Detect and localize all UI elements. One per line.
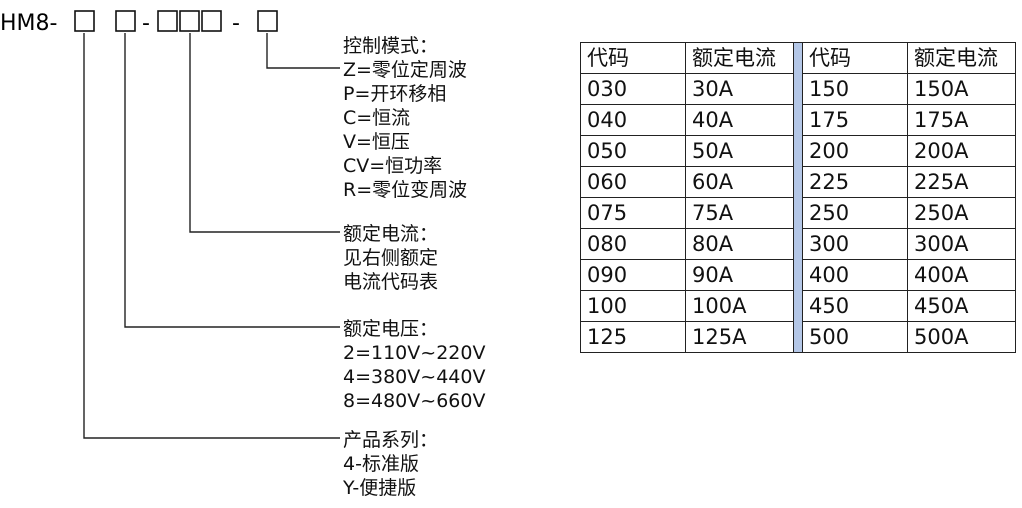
current-cell: 400A [907, 259, 1016, 291]
series-item: 4-标准版 [343, 453, 419, 475]
header-rated-current: 额定电流 [907, 42, 1016, 74]
voltage-code-box [115, 10, 136, 32]
current-cell: 450A [907, 290, 1016, 322]
code-cell: 400 [802, 259, 908, 291]
code-cell: 175 [802, 104, 908, 136]
current-cell: 500A [907, 321, 1016, 353]
current-cell: 100A [685, 290, 794, 322]
control-mode-item: C=恒流 [343, 107, 411, 129]
current-cell: 90A [685, 259, 794, 291]
table-row: 125 125A 500 500A [580, 321, 1016, 353]
current-cell: 175A [907, 104, 1016, 136]
current-cell: 200A [907, 135, 1016, 167]
rated-voltage-leader-line [124, 33, 340, 328]
current-code-table: 代码 额定电流 代码 额定电流 030 30A 150 150A 040 40A… [580, 42, 1016, 353]
table-row: 090 90A 400 400A [580, 259, 1016, 291]
table-row: 030 30A 150 150A [580, 73, 1016, 105]
code-cell: 125 [580, 321, 686, 353]
code-cell: 150 [802, 73, 908, 105]
series-title: 产品系列： [343, 429, 439, 451]
rated-voltage-item: 2=110V~220V [343, 342, 486, 364]
model-dash-2: - [232, 11, 240, 36]
current-cell: 125A [685, 321, 794, 353]
current-cell: 40A [685, 104, 794, 136]
rated-current-leader-line [189, 33, 340, 233]
current-cell: 300A [907, 228, 1016, 260]
rated-current-title: 额定电流： [343, 223, 439, 245]
control-mode-title: 控制模式： [343, 35, 439, 57]
current-cell: 225A [907, 166, 1016, 198]
control-mode-leader-line [266, 33, 340, 69]
code-cell: 080 [580, 228, 686, 260]
rated-voltage-item: 4=380V~440V [343, 366, 486, 388]
control-mode-item: V=恒压 [343, 131, 410, 153]
header-code: 代码 [580, 42, 686, 74]
code-cell: 060 [580, 166, 686, 198]
mode-code-box [257, 10, 278, 32]
code-cell: 300 [802, 228, 908, 260]
control-mode-item: R=零位变周波 [343, 179, 468, 201]
model-prefix: HM8- [0, 11, 57, 36]
table-header-row: 代码 额定电流 代码 额定电流 [580, 42, 1016, 353]
table-row: 040 40A 175 175A [580, 104, 1016, 136]
model-dash-1: - [142, 11, 150, 36]
control-mode-item: CV=恒功率 [343, 155, 443, 177]
series-code-box [74, 10, 95, 32]
current-cell: 50A [685, 135, 794, 167]
current-cell: 30A [685, 73, 794, 105]
table-row: 100 100A 450 450A [580, 290, 1016, 322]
current-code-box-2 [179, 10, 200, 32]
header-code: 代码 [802, 42, 908, 74]
current-cell: 60A [685, 166, 794, 198]
table-row: 050 50A 200 200A [580, 135, 1016, 167]
current-code-box-3 [201, 10, 222, 32]
code-cell: 450 [802, 290, 908, 322]
rated-voltage-title: 额定电压： [343, 318, 439, 340]
current-cell: 80A [685, 228, 794, 260]
code-cell: 040 [580, 104, 686, 136]
code-cell: 500 [802, 321, 908, 353]
rated-voltage-group: 额定电压： 2=110V~220V 4=380V~440V 8=480V~660… [343, 317, 485, 413]
code-cell: 090 [580, 259, 686, 291]
current-cell: 150A [907, 73, 1016, 105]
code-cell: 075 [580, 197, 686, 229]
series-item: Y-便捷版 [343, 477, 417, 499]
rated-voltage-item: 8=480V~660V [343, 390, 486, 412]
current-code-box-1 [157, 10, 178, 32]
rated-current-item: 电流代码表 [343, 271, 439, 293]
code-cell: 100 [580, 290, 686, 322]
rated-current-item: 见右侧额定 [343, 247, 439, 269]
table-separator [793, 42, 803, 353]
series-group: 产品系列： 4-标准版 Y-便捷版 [343, 428, 438, 500]
control-mode-group: 控制模式： Z=零位定周波 P=开环移相 C=恒流 V=恒压 CV=恒功率 R=… [343, 34, 467, 202]
rated-current-group: 额定电流： 见右侧额定 电流代码表 [343, 222, 438, 294]
current-cell: 75A [685, 197, 794, 229]
code-cell: 250 [802, 197, 908, 229]
current-cell: 250A [907, 197, 1016, 229]
series-leader-line [83, 33, 340, 439]
code-cell: 030 [580, 73, 686, 105]
control-mode-item: P=开环移相 [343, 83, 447, 105]
code-cell: 050 [580, 135, 686, 167]
header-rated-current: 额定电流 [685, 42, 794, 74]
code-cell: 225 [802, 166, 908, 198]
code-cell: 200 [802, 135, 908, 167]
control-mode-item: Z=零位定周波 [343, 59, 467, 81]
